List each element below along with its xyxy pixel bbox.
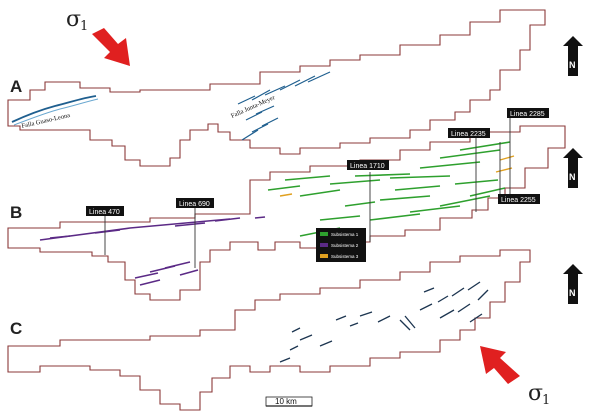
scale-bar: 10 km [265,396,313,407]
north-arrow-b: N [563,148,583,188]
north-label-a: N [569,60,576,70]
seismic-line-verticals [104,118,511,268]
legend-label-2: Subsistema 2 [331,243,359,248]
legend-swatch-3 [320,254,328,258]
panel-c-letter: C [10,319,22,338]
stress-arrow-top-icon [92,28,130,66]
north-arrow-icon [563,36,583,76]
svg-text:Linea 470: Linea 470 [89,209,120,216]
subsystem-1-fractures [267,141,511,237]
north-arrow-c: N [563,264,583,304]
panel-c-outline [7,249,531,411]
panel-a-outline [7,9,546,167]
sigma1-bottom-label: σ [528,381,543,406]
legend-label-3: Subsistema 3 [331,254,359,259]
fault-guaso-leona-trace [11,95,97,123]
seismic-line-label-470: Linea 470 [86,206,124,216]
seismic-line-label-2285: Linea 2285 [507,108,549,118]
panel-c: C [7,249,531,411]
north-arrow-icon [563,264,583,304]
panel-b-letter: B [10,203,22,222]
svg-text:Linea 1710: Linea 1710 [350,163,385,170]
sigma1-top-subscript: 1 [80,19,88,34]
legend: Subsistema 1 Subsistema 2 Subsistema 3 [316,228,366,262]
svg-text:Linea 2255: Linea 2255 [501,197,536,204]
panel-b: Linea 470 Linea 690 Linea 1710 Linea 223… [7,108,566,301]
panel-b-outline [7,125,566,301]
legend-swatch-2 [320,243,328,247]
seismic-line-label-1710: Linea 1710 [347,160,389,170]
svg-text:Linea 2285: Linea 2285 [510,111,545,118]
seismic-line-label-690: Linea 690 [176,198,214,208]
subsystem-2-fractures [39,216,266,286]
scale-bar-label: 10 km [275,397,297,406]
svg-text:Linea 2235: Linea 2235 [451,131,486,138]
stress-arrow-bottom-icon [480,346,520,384]
north-label-b: N [569,172,576,182]
fault-junta-meyer-traces [237,71,331,141]
sigma1-bottom-subscript: 1 [542,393,550,408]
panel-c-fractures [279,281,489,363]
seismic-line-label-2235: Linea 2235 [448,128,490,138]
seismic-line-label-2255: Linea 2255 [498,194,540,204]
sigma1-top-label: σ [66,7,81,32]
legend-label-1: Subsistema 1 [331,232,359,237]
svg-text:Linea 690: Linea 690 [179,201,210,208]
sigma1-arrow-bottom: σ 1 [480,346,550,408]
panel-a-letter: A [10,77,22,96]
north-label-c: N [569,288,576,298]
legend-swatch-1 [320,232,328,236]
north-arrow-icon [563,148,583,188]
subsystem-3-fractures [279,155,515,197]
north-arrow-a: N [563,36,583,76]
fault-guaso-leona-trace-2 [13,98,99,126]
panel-a: Falla Guaso-Leona Falla Junta-Meyer A [7,9,546,167]
sigma1-arrow-top: σ 1 [66,7,130,66]
